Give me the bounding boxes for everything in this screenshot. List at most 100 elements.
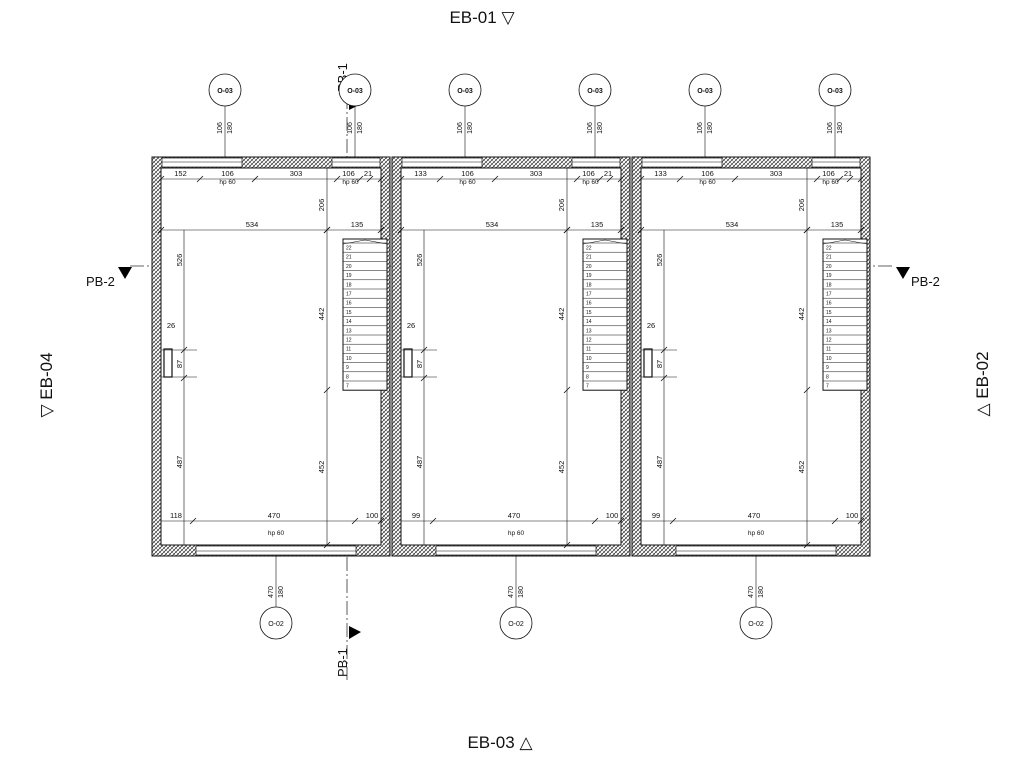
dimension-bottom-1: 470 [268,511,281,520]
dimension-top-1: 106 [701,169,714,178]
window-top [161,157,243,168]
dimension-87: 87 [415,360,424,368]
elevation-label-left: ▽ EB-04 [37,352,56,417]
stair-step-number: 13 [346,328,352,334]
elevation-label-right: △ EB-02 [973,351,992,416]
window-dim-width: 106 [217,122,224,134]
dimension-tick [731,175,739,183]
dimension-bottom-0: 99 [412,511,420,520]
dimension-tick [420,374,428,382]
window-tag-top: O-03 [457,88,473,95]
dimension-452: 452 [557,461,566,474]
stair-arrow [342,239,388,245]
dimension-tick [377,517,385,525]
window-tag-bottom: O-02 [748,621,764,628]
dimension-tick [366,175,374,183]
window-dim-height: 180 [467,122,474,134]
dimension-tick [491,175,499,183]
dimension-tick [637,226,645,234]
window-bottom [435,545,597,556]
dimension-room-width: 534 [246,220,259,229]
window-dim-height: 180 [278,586,285,598]
hp-label-top-2: hp 60 [342,179,359,186]
dimension-206: 206 [557,199,566,212]
radiator [643,348,653,378]
stair-step-number: 9 [586,365,589,371]
dimension-bottom-2: 100 [606,511,619,520]
window-top [331,157,381,168]
stair-step-number: 22 [346,246,352,252]
dimension-tick [831,517,839,525]
dimension-tick [563,541,571,549]
dimension-stair-width: 135 [351,220,364,229]
stair-step-number: 7 [826,384,829,390]
stair-step-number: 10 [586,356,592,362]
hp-label-top-1: hp 60 [459,179,476,186]
dimension-26: 26 [167,321,175,330]
dimension-bottom-1: 470 [748,511,761,520]
window-tag-top: O-03 [347,88,363,95]
stair-arrow [582,239,628,245]
dimension-bottom-2: 100 [846,511,859,520]
hp-label-top-1: hp 60 [219,179,236,186]
stair-step-number: 22 [826,246,832,252]
dimension-tick [803,541,811,549]
stair-step-number: 14 [346,319,352,325]
dimension-tick [157,175,165,183]
dimension-tick [857,175,865,183]
elevation-label-bottom: EB-03 △ [467,733,533,752]
stair-step-number: 19 [346,273,352,279]
stair-step-number: 20 [346,264,352,270]
dimension-206: 206 [797,199,806,212]
units-group: 152 106 303 106 21 hp 60 hp 60 534 135 206 442 452 5… [151,73,871,640]
dimension-tick [333,175,341,183]
dimension-442: 442 [557,308,566,321]
dimension-top-0: 152 [174,169,187,178]
stair-step-number: 13 [586,328,592,334]
dimension-tick [563,226,571,234]
dimension-tick [846,175,854,183]
radiator [403,348,413,378]
dimension-442: 442 [797,308,806,321]
stair-step-number: 14 [826,319,832,325]
stair-step-number: 9 [346,365,349,371]
stair-step-number: 17 [346,292,352,298]
dimension-tick [180,374,188,382]
stair-step-number: 21 [586,255,592,261]
dimension-top-4: 21 [604,169,612,178]
dimension-tick [429,517,437,525]
dimension-top-2: 303 [530,169,543,178]
stair-step-number: 7 [346,384,349,390]
window-dim-height: 180 [518,586,525,598]
dimension-487: 487 [415,456,424,469]
stair-step-number: 21 [346,255,352,261]
dimension-87: 87 [175,360,184,368]
stair-step-number: 12 [826,338,832,344]
dimension-tick [660,374,668,382]
dimension-top-4: 21 [364,169,372,178]
dimension-tick [196,175,204,183]
dimension-tick [803,386,811,394]
dimension-tick [803,226,811,234]
window-tag-top: O-03 [587,88,603,95]
stair-step-number: 15 [346,310,352,316]
window-dim-width: 106 [587,122,594,134]
window-tag-bottom: O-02 [268,621,284,628]
window-dim-height: 180 [707,122,714,134]
dimension-top-3: 106 [822,169,835,178]
dimension-tick [397,226,405,234]
section-arrow-pb1-bottom [349,626,361,639]
dimension-tick [836,175,844,183]
stair-step-number: 14 [586,319,592,325]
dimension-tick [857,226,865,234]
window-top [571,157,621,168]
stair-step-number: 12 [346,338,352,344]
dimension-452: 452 [797,461,806,474]
dimension-top-0: 133 [414,169,427,178]
stair-step-number: 19 [826,273,832,279]
hp-label-top-2: hp 60 [582,179,599,186]
window-tag-top: O-03 [827,88,843,95]
dimension-tick [573,175,581,183]
dimension-room-width: 534 [486,220,499,229]
